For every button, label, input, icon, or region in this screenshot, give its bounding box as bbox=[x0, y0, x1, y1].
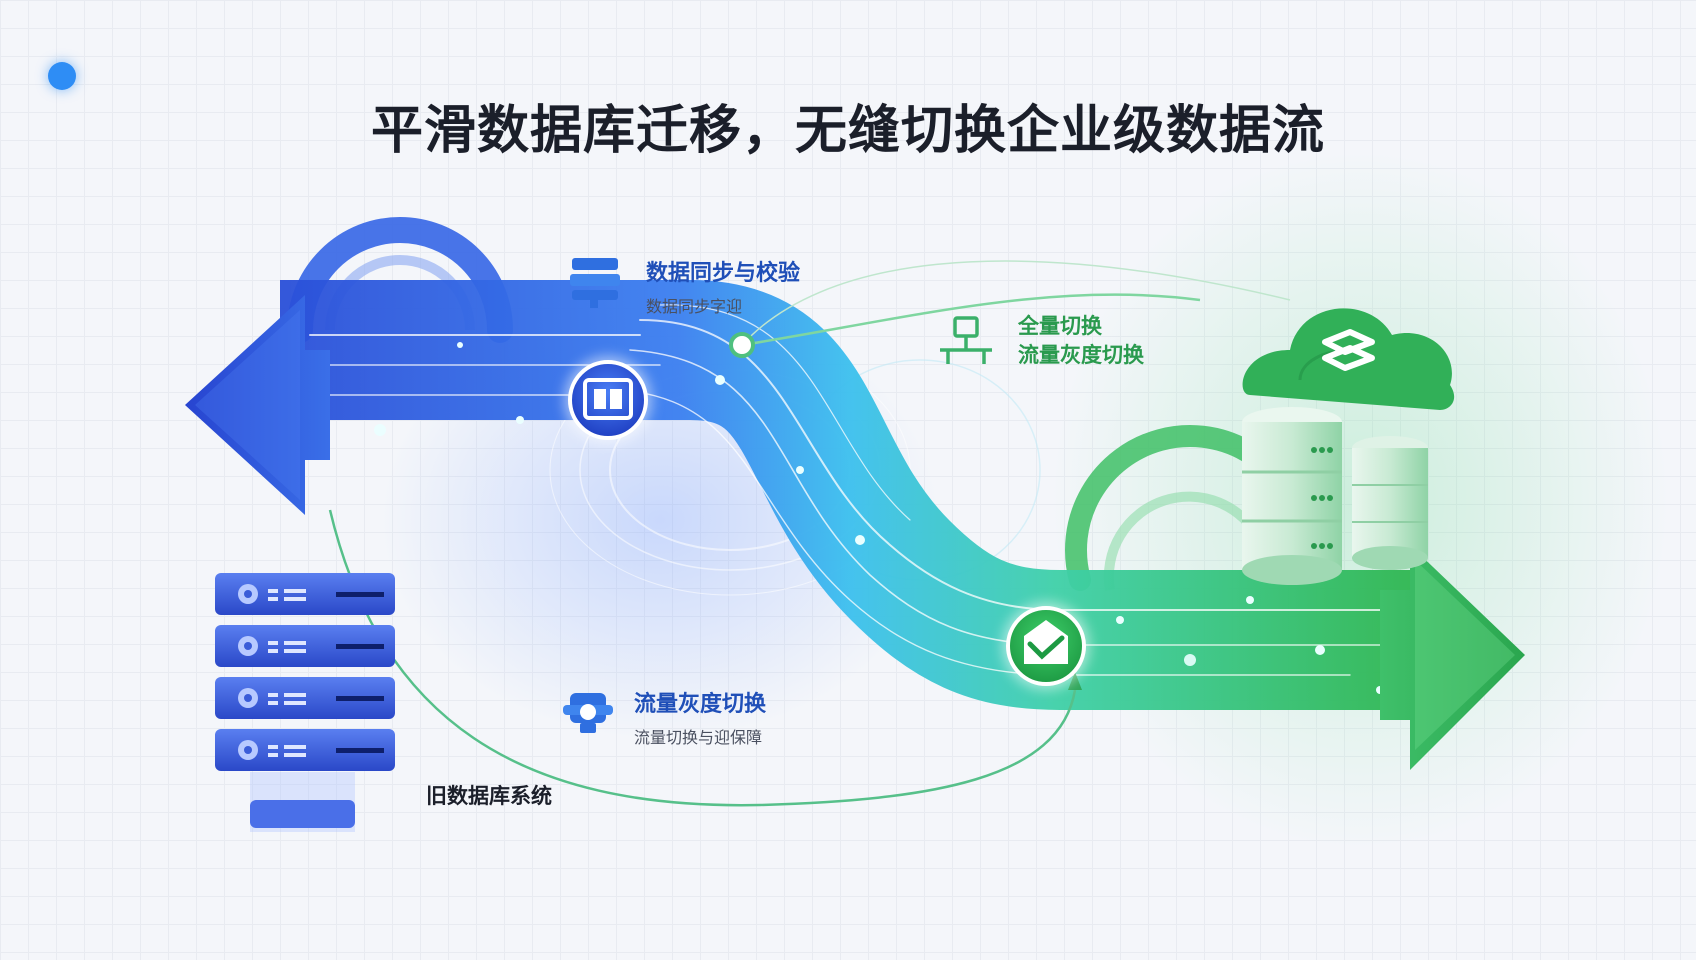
cloud-database-icon bbox=[1242, 308, 1455, 585]
check-envelope-icon bbox=[1002, 602, 1090, 690]
server-sync-icon bbox=[570, 258, 620, 308]
split-node-icon bbox=[940, 316, 992, 364]
connector-lines bbox=[328, 260, 1291, 807]
legacy-db-label: 旧数据库系统 bbox=[426, 784, 552, 808]
page-title: 平滑数据库迁移，无缝切换企业级数据流 bbox=[370, 101, 1325, 161]
corner-dot bbox=[48, 62, 76, 90]
server-rack-icon bbox=[215, 573, 395, 832]
right-arrow-head bbox=[1380, 545, 1525, 770]
cutover-line1: 全量切换 bbox=[1018, 314, 1102, 338]
traffic-switch-icon bbox=[563, 693, 613, 733]
sync-title: 数据同步与校验 bbox=[646, 261, 801, 286]
left-arrow-head bbox=[185, 295, 330, 515]
migration-flow-band bbox=[280, 280, 1420, 710]
gray-label-group: 流量灰度切换 流量切换与迎保障 bbox=[634, 686, 766, 748]
cutover-label-group: 全量切换 流量灰度切换 bbox=[1018, 312, 1144, 370]
sync-label-group: 数据同步与校验 数据同步字迎 bbox=[646, 255, 800, 317]
sync-subtitle: 数据同步字迎 bbox=[646, 297, 743, 316]
sync-node-dot bbox=[729, 332, 755, 358]
gray-title: 流量灰度切换 bbox=[634, 692, 767, 717]
gray-subtitle: 流量切换与迎保障 bbox=[634, 728, 763, 747]
window-panel-icon bbox=[564, 356, 652, 444]
cutover-line2: 流量灰度切换 bbox=[1018, 343, 1144, 367]
